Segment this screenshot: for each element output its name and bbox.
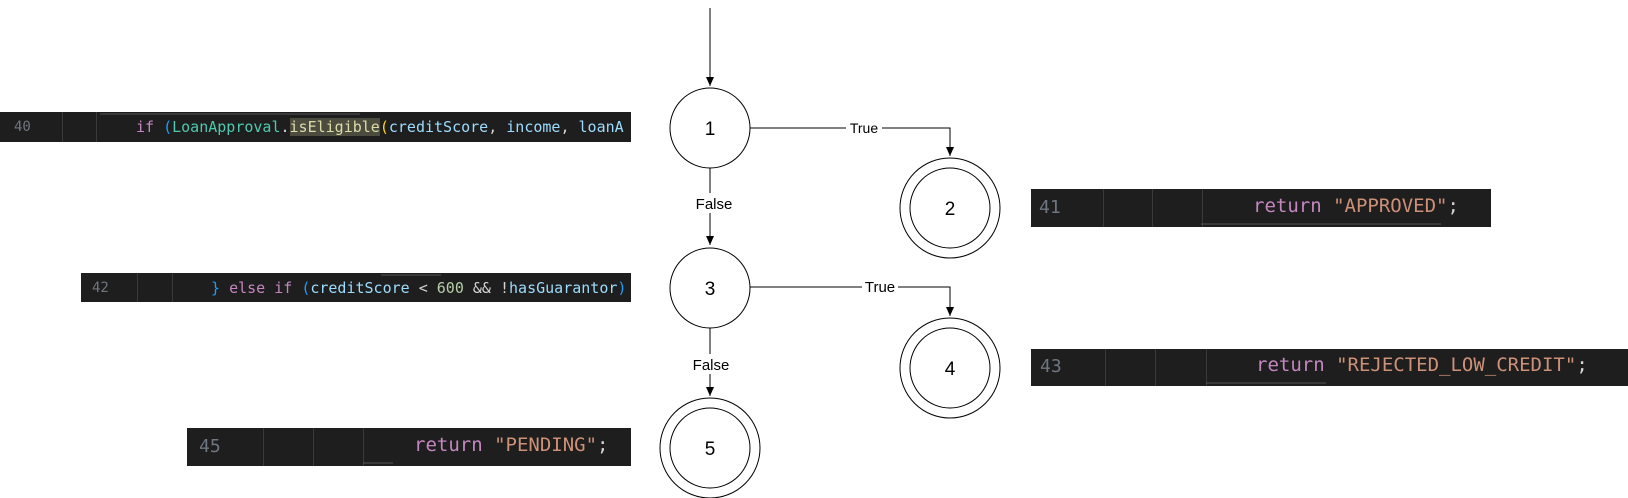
node-5: 5	[659, 397, 761, 498]
edge-label-1-2: True	[850, 120, 878, 136]
node-2-label: 2	[945, 199, 956, 220]
node-1-label: 1	[705, 119, 716, 140]
line-number: 40	[14, 119, 31, 135]
code-line: return "APPROVED";	[1253, 195, 1459, 217]
edge-label-3-4: True	[865, 279, 895, 296]
code-snippet-line-40: 40 if (LoanApproval.isEligible(creditSco…	[0, 112, 631, 142]
node-4-label: 4	[945, 359, 956, 380]
node-1: 1	[669, 87, 751, 169]
code-line: if (LoanApproval.isEligible(creditScore,…	[136, 118, 624, 136]
line-number: 41	[1039, 197, 1061, 218]
edge-label-1-3: False	[696, 196, 733, 213]
code-snippet-line-41: 41 return "APPROVED";	[1031, 189, 1491, 227]
code-line: } else if (creditScore < 600 && !hasGuar…	[211, 279, 627, 297]
edge-3-4	[750, 286, 954, 316]
node-3-label: 3	[705, 279, 716, 300]
line-number: 43	[1040, 356, 1062, 377]
node-4: 4	[899, 317, 1001, 419]
node-2: 2	[899, 157, 1001, 259]
node-3: 3	[669, 247, 751, 329]
node-5-label: 5	[705, 439, 716, 460]
line-number: 42	[92, 280, 109, 296]
edge-label-3-5: False	[693, 357, 730, 374]
code-snippet-line-42: 42 } else if (creditScore < 600 && !hasG…	[81, 273, 631, 302]
code-line: return "REJECTED_LOW_CREDIT";	[1256, 354, 1588, 376]
line-number: 45	[199, 436, 221, 457]
code-snippet-line-45: 45 return "PENDING";	[187, 428, 631, 466]
edge-1-2	[750, 127, 954, 156]
code-line: return "PENDING";	[414, 434, 609, 456]
code-snippet-line-43: 43 return "REJECTED_LOW_CREDIT";	[1031, 349, 1628, 386]
